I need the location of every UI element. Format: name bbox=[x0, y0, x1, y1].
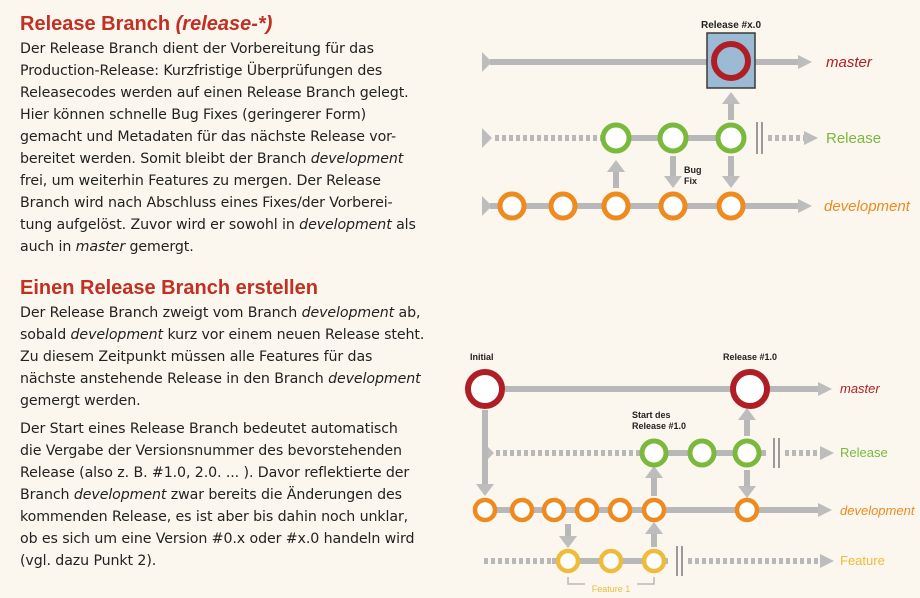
d2-start-label-1: Start des bbox=[632, 410, 671, 420]
section1-paragraph: Der Release Branch dient der Vorbereitun… bbox=[20, 41, 416, 255]
d1-merge-arrows bbox=[607, 92, 740, 188]
d1-release-line bbox=[482, 122, 818, 154]
d1-master-commit bbox=[711, 41, 751, 81]
d2-branch-release-label: Release bbox=[840, 445, 888, 460]
d2-development-commit bbox=[574, 497, 600, 523]
d1-release-commit bbox=[715, 122, 747, 154]
d1-development-commit bbox=[548, 191, 578, 221]
section2-title: Einen Release Branch erstellen bbox=[20, 277, 318, 299]
d1-fix-label: Fix bbox=[684, 176, 697, 186]
d1-release-commit bbox=[657, 122, 689, 154]
diagram-2: Feature 1 Initial Release #1.0 Start des… bbox=[465, 352, 916, 594]
d1-branch-master-label: master bbox=[826, 54, 873, 71]
d1-development-commit bbox=[658, 191, 688, 221]
d2-development-commit bbox=[472, 497, 498, 523]
d2-master-line bbox=[505, 382, 832, 396]
d2-merge-arrows bbox=[476, 408, 756, 548]
git-flow-diagrams: Release #x.0 Bug Fix master Release deve… bbox=[465, 20, 916, 594]
d2-feature1-bracket bbox=[567, 577, 655, 585]
d2-release-commit bbox=[639, 438, 669, 468]
d1-branch-release-label: Release bbox=[826, 130, 881, 147]
d2-feature-commit bbox=[555, 548, 581, 574]
d2-development-commit bbox=[641, 497, 667, 523]
d2-initial-label: Initial bbox=[470, 352, 494, 362]
d2-start-label-2: Release #1.0 bbox=[632, 421, 686, 431]
d1-release-commit bbox=[600, 122, 632, 154]
d2-feature-commit bbox=[641, 548, 667, 574]
section2-paragraph-2: Der Start eines Release Branch bedeutet … bbox=[20, 421, 415, 569]
d1-development-commit bbox=[601, 191, 631, 221]
d2-branch-feature-label: Feature bbox=[840, 553, 885, 568]
d1-master-line bbox=[482, 52, 812, 72]
d1-top-label: Release #x.0 bbox=[701, 20, 761, 31]
d2-development-commit bbox=[541, 497, 567, 523]
d2-feature-commit bbox=[598, 548, 624, 574]
d1-development-line bbox=[482, 196, 812, 216]
diagram-1: Release #x.0 Bug Fix master Release deve… bbox=[482, 20, 911, 221]
d2-development-commit bbox=[734, 497, 760, 523]
d1-bug-label: Bug bbox=[684, 165, 702, 175]
d2-development-commit bbox=[607, 497, 633, 523]
d1-development-commit bbox=[497, 191, 527, 221]
d2-release-commit bbox=[687, 438, 717, 468]
d2-feature1-label-bg bbox=[585, 583, 637, 594]
d2-release-commit bbox=[732, 438, 762, 468]
d1-branch-development-label: development bbox=[824, 198, 911, 215]
d2-branch-development-label: development bbox=[840, 503, 916, 518]
text-column: Release Branch (release-*) Der Release B… bbox=[20, 10, 460, 572]
d2-master-commit-release bbox=[730, 369, 770, 409]
section2-paragraph-1: Der Release Branch zweigt vom Branch dev… bbox=[20, 305, 425, 409]
d2-release-label: Release #1.0 bbox=[723, 352, 777, 362]
d1-development-commit bbox=[716, 191, 746, 221]
section1-title: Release Branch (release-*) bbox=[20, 13, 273, 35]
d2-branch-master-label: master bbox=[840, 381, 880, 396]
d2-feature1-label: Feature 1 bbox=[592, 584, 631, 594]
d2-master-commit-initial bbox=[465, 369, 505, 409]
d2-development-commit bbox=[509, 497, 535, 523]
